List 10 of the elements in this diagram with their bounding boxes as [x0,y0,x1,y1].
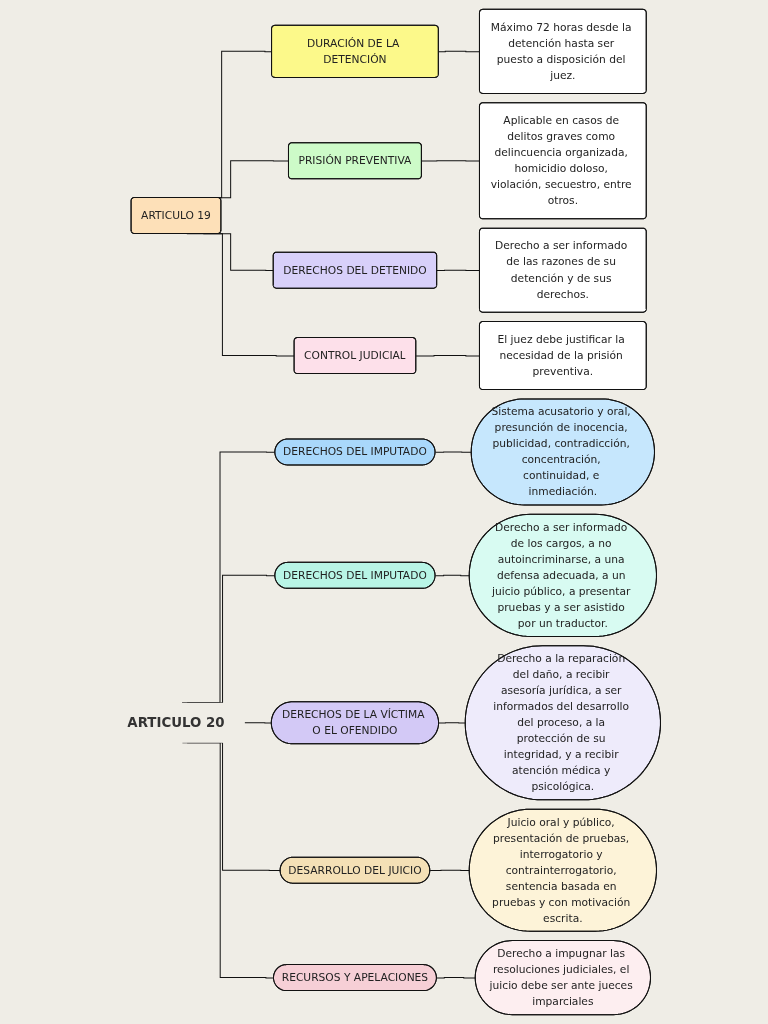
connector [436,269,481,271]
connector [438,50,481,53]
connector [434,574,471,577]
connector [415,355,481,357]
connector [434,451,473,453]
connector [436,977,477,979]
connector [429,869,471,872]
connector [244,722,273,724]
connector [421,160,481,162]
connector [438,722,467,724]
